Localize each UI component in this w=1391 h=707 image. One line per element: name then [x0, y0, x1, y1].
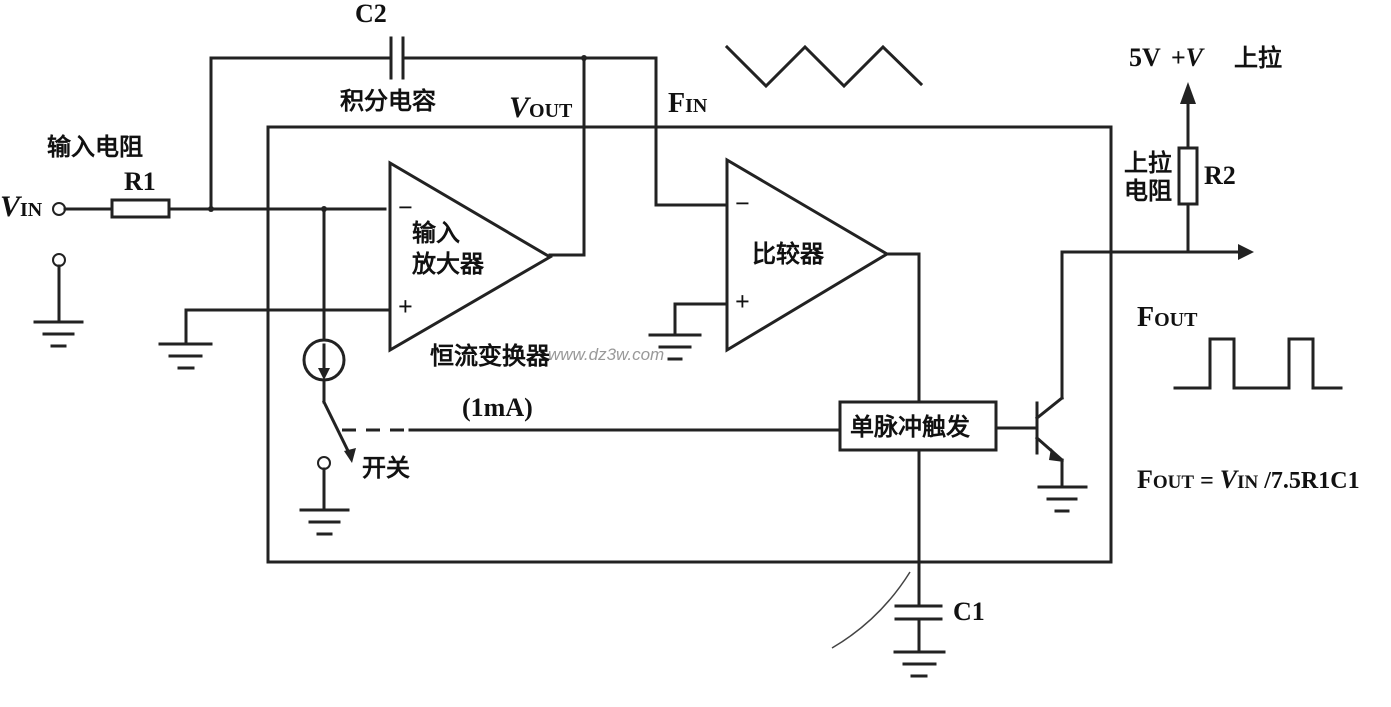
pullup-supply-label: 5V+V	[1129, 43, 1206, 72]
c2-right-wire	[404, 56, 727, 207]
amp-label-line1: 输入	[412, 219, 460, 247]
pullup-res-label-line1: 上拉	[1124, 149, 1172, 177]
c2-label: C2	[355, 0, 387, 28]
fin-label: FIN	[668, 88, 708, 119]
c1-annotation-stroke	[831, 571, 911, 649]
c1-label: C1	[953, 597, 985, 626]
switch-label: 开关	[362, 455, 410, 482]
current-converter-label: 恒流变换器	[430, 342, 551, 370]
integrating-cap-label: 积分电容	[340, 87, 436, 115]
input-amplifier	[388, 160, 553, 353]
comp-plus-ground	[648, 333, 702, 361]
fout-label: FOUT	[1137, 302, 1198, 333]
transistor-ground	[1037, 458, 1088, 513]
amp-minus-label: −	[398, 193, 413, 222]
comparator-label: 比较器	[752, 240, 825, 268]
emitter-arrow	[1049, 448, 1064, 462]
ic-boundary	[266, 125, 1113, 564]
amp-plus-wire	[184, 308, 392, 346]
watermark: www.dz3w.com	[548, 345, 664, 364]
current-source-arrow-head	[318, 368, 330, 380]
square-waveform	[1173, 337, 1343, 390]
pullup-word-label: 上拉	[1234, 44, 1282, 72]
c1-ground	[893, 619, 946, 678]
vout-label: VOUT	[509, 91, 573, 124]
amp-plus-label: +	[398, 292, 413, 321]
comparator	[725, 157, 890, 353]
input-ground	[33, 253, 84, 348]
r1-resistor	[110, 198, 171, 219]
comp-output-wire	[885, 252, 921, 404]
transistor-collector	[1034, 395, 1065, 421]
collector-wire	[1060, 250, 1242, 400]
amp-plus-ground	[158, 342, 213, 370]
c2-left-wire	[209, 56, 390, 211]
vout-junction-dot	[581, 55, 587, 61]
vin-terminal	[52, 202, 66, 216]
current-value-label: (1mA)	[462, 393, 533, 422]
switch-blade	[321, 399, 353, 458]
r1-label: R1	[124, 167, 156, 196]
triangle-waveform	[724, 44, 924, 89]
r2-resistor	[1177, 146, 1199, 206]
pullup-supply-arrow	[1180, 82, 1196, 104]
amp-label-line2: 放大器	[411, 250, 485, 278]
r2-label: R2	[1204, 161, 1236, 190]
output-arrow	[1238, 244, 1254, 260]
input-resistor-label: 输入电阻	[47, 133, 143, 161]
switch-blade-arrow	[344, 448, 356, 463]
comp-plus-label: +	[735, 287, 750, 316]
switch-ground	[299, 456, 350, 536]
vin-label: VIN	[0, 190, 43, 223]
one-shot-label: 单脉冲触发	[850, 413, 970, 441]
pullup-res-label-line2: 电阻	[1124, 178, 1172, 205]
comp-minus-label: −	[735, 189, 750, 218]
formula-label: FOUT = VIN /7.5R1C1	[1137, 465, 1360, 494]
comp-plus-wire	[673, 302, 729, 337]
